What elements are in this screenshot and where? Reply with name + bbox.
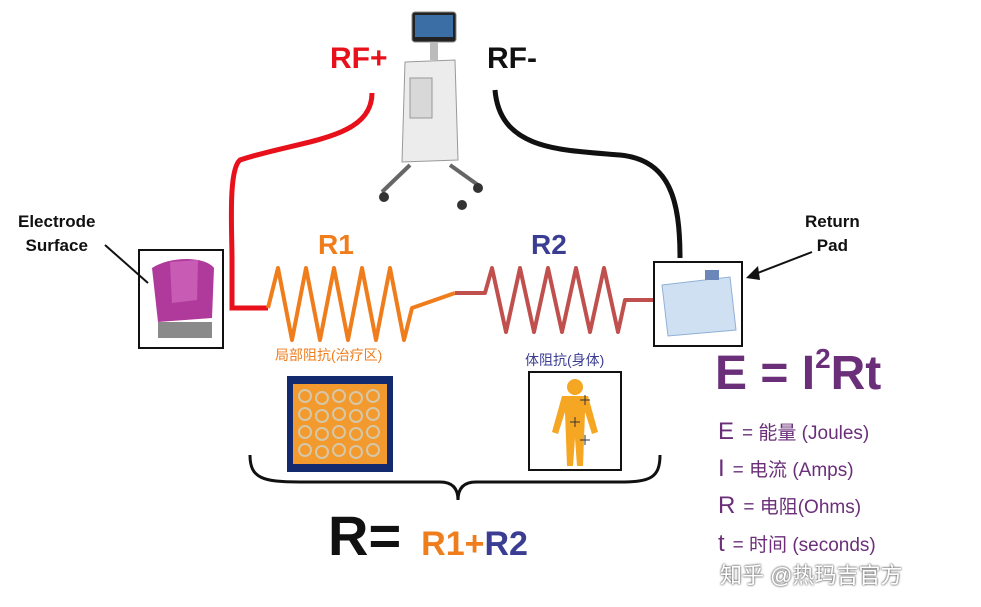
definition-t: t = 时间 (seconds) (718, 530, 876, 558)
electrode-tip-image (138, 249, 224, 349)
equation-rhs: Rt (830, 347, 882, 400)
body-image (528, 371, 622, 471)
sum-brace (248, 454, 662, 501)
rf-minus-label: RF- (487, 42, 537, 75)
watermark: 知乎 @热玛吉官方 (720, 563, 903, 588)
electrode-surface-label: Electrode Surface (18, 210, 95, 258)
return-pad-label: Return Pad (805, 210, 860, 258)
definition-r: R = 电阻(Ohms) (718, 492, 861, 520)
return-pad-image (653, 261, 743, 347)
r2-label: R2 (531, 229, 567, 260)
electrode-pointer (104, 244, 149, 284)
r1-caption: 局部阻抗(治疗区) (275, 347, 383, 363)
return-label-line1: Return (805, 212, 860, 231)
definition-text: = 时间 (seconds) (732, 535, 876, 556)
return-label-line2: Pad (816, 236, 848, 255)
r2-caption: 体阻抗(身体) (525, 352, 605, 368)
electrode-label-line1: Electrode (18, 212, 96, 231)
definition-symbol: R (718, 492, 736, 519)
resistor-r1 (266, 266, 456, 342)
sum-part-r2: R2 (484, 525, 528, 563)
energy-equation: E = I2Rt (715, 343, 882, 401)
definition-e: E = 能量 (Joules) (718, 418, 869, 446)
definition-text: = 电阻(Ohms) (743, 497, 862, 518)
rf-device-image (379, 11, 483, 210)
equation-exponent: 2 (815, 343, 831, 374)
resistance-sum: R= R1+R2 (328, 503, 528, 568)
sum-part-r1: R1+ (421, 525, 485, 563)
r1-label: R1 (318, 229, 354, 260)
rf-minus-wire (492, 89, 683, 259)
resistor-r2 (455, 266, 655, 334)
definition-text: = 能量 (Joules) (742, 423, 870, 444)
definition-symbol: E (718, 418, 735, 445)
definition-text: = 电流 (Amps) (732, 460, 854, 481)
equation-lhs: E = I (715, 347, 816, 400)
rf-plus-label: RF+ (330, 42, 388, 75)
return-pointer (749, 251, 813, 277)
definition-symbol: t (718, 530, 725, 557)
return-arrowhead (746, 266, 760, 280)
electrode-label-line2: Surface (25, 236, 88, 255)
definition-symbol: I (718, 455, 725, 482)
rf-plus-wire (228, 92, 375, 311)
sum-lhs: R= (328, 504, 402, 567)
definition-i: I = 电流 (Amps) (718, 455, 854, 483)
tissue-image (287, 376, 393, 472)
